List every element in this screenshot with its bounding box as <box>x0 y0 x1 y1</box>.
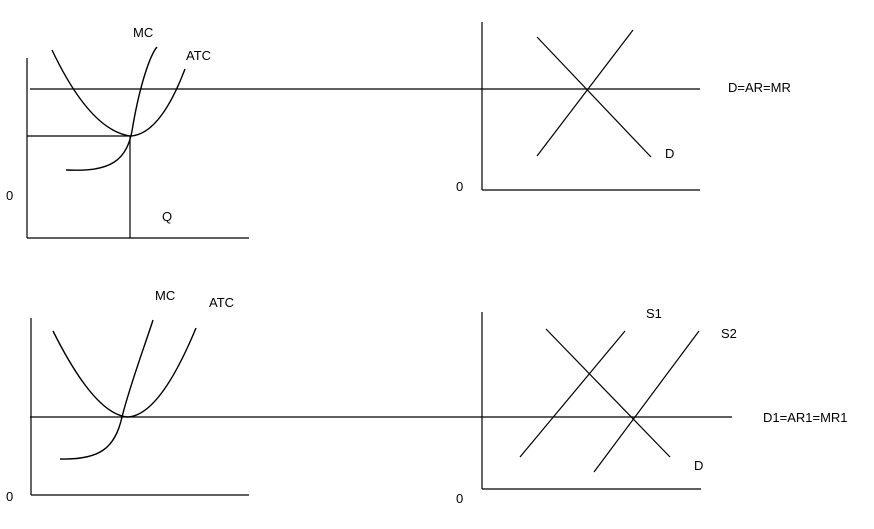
top-right-market-graph: D 0 D=AR=MR <box>456 22 791 194</box>
bottom-right-s1-label: S1 <box>646 306 662 321</box>
top-left-mc-curve <box>65 46 158 171</box>
bottom-right-market-graph: S1 S2 D 0 D1=AR1=MR1 <box>456 306 848 506</box>
bottom-left-atc-label: ATC <box>209 295 234 310</box>
bottom-right-supply-s1-line <box>519 330 626 458</box>
top-left-atc-curve <box>51 49 186 137</box>
bottom-left-mc-label: MC <box>155 288 175 303</box>
bottom-price-line-label: D1=AR1=MR1 <box>763 410 848 425</box>
top-right-d-label: D <box>665 146 674 161</box>
bottom-right-d-label: D <box>694 458 703 473</box>
top-right-origin-label: 0 <box>456 179 463 194</box>
top-left-atc-label: ATC <box>186 48 211 63</box>
bottom-left-mc-curve <box>59 319 154 460</box>
bottom-left-origin-label: 0 <box>6 489 13 504</box>
bottom-right-supply-s2-line <box>593 330 700 473</box>
top-left-firm-graph: MC ATC 0 Q <box>6 25 249 239</box>
top-left-q-label: Q <box>162 209 172 224</box>
top-right-demand-line <box>536 36 652 158</box>
bottom-left-firm-graph: MC ATC 0 <box>6 288 249 504</box>
top-left-mc-label: MC <box>133 25 153 40</box>
bottom-right-origin-label: 0 <box>456 491 463 506</box>
top-price-line-label: D=AR=MR <box>728 80 791 95</box>
bottom-right-demand-line <box>545 328 671 458</box>
bottom-left-atc-curve <box>52 327 197 418</box>
top-right-supply-line <box>536 29 634 157</box>
top-left-origin-label: 0 <box>6 188 13 203</box>
bottom-right-s2-label: S2 <box>721 326 737 341</box>
